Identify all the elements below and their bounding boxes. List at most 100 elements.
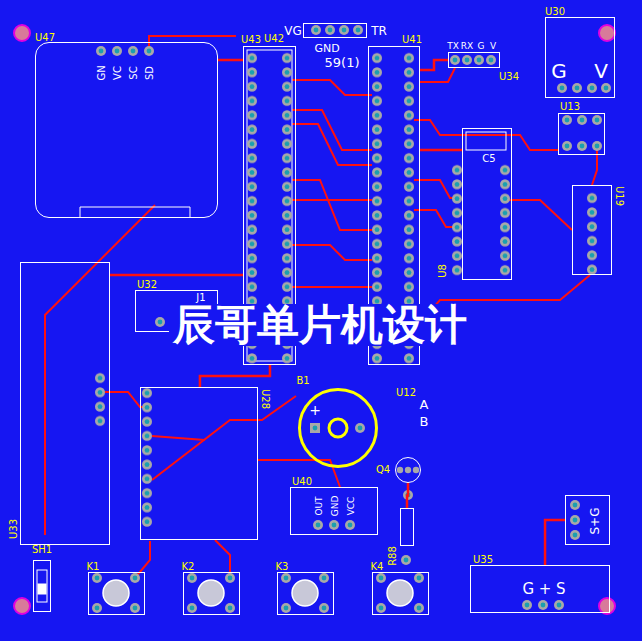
- component-outline: U33: [20, 262, 110, 545]
- pads: [554, 600, 564, 610]
- pin-label: TX: [447, 42, 459, 51]
- reference-designator: U33: [9, 519, 19, 539]
- pin-label: VCC: [347, 497, 356, 516]
- pads: [601, 83, 611, 93]
- pads: [562, 115, 572, 125]
- pads: [329, 520, 339, 530]
- pads: [325, 25, 335, 35]
- mounting-holes: [14, 25, 615, 614]
- pads: [522, 600, 532, 610]
- reference-designator: K3: [276, 562, 289, 572]
- copper-traces: [292, 180, 372, 230]
- copper-traces: [45, 36, 597, 578]
- mounting-holes: [599, 25, 615, 41]
- reference-designator: S+G: [589, 508, 601, 535]
- pads: [397, 467, 403, 473]
- pads: [313, 426, 318, 431]
- pads: [310, 423, 320, 433]
- copper-traces: [292, 245, 372, 260]
- component-outline: U19: [572, 185, 612, 275]
- pads: [401, 555, 411, 565]
- reference-designator: C5: [482, 154, 495, 164]
- copper-trace: [200, 365, 270, 387]
- reference-designator: U32: [137, 280, 157, 290]
- silkscreen: [37, 50, 506, 602]
- component-outline: R88: [400, 508, 414, 546]
- reference-designator: K4: [371, 562, 384, 572]
- pin-label: J1: [196, 293, 205, 303]
- reference-designator: U43: [241, 35, 261, 45]
- pads: [462, 55, 472, 65]
- pin-label: RX: [461, 42, 473, 51]
- pads: [587, 83, 597, 93]
- pin-label: VC: [113, 66, 123, 80]
- pads: [474, 55, 484, 65]
- pin-label: TR: [371, 25, 387, 37]
- silkscreen-label: 59(1): [325, 56, 360, 69]
- pads: [311, 25, 321, 35]
- outline-circle: [300, 390, 377, 467]
- pads: [144, 46, 154, 56]
- pads: [339, 25, 349, 35]
- pads: [155, 317, 165, 327]
- copper-traces: [292, 199, 372, 201]
- copper-traces: [292, 124, 372, 165]
- component-outline: K2: [183, 572, 240, 615]
- pads: [376, 573, 424, 613]
- header-pads: [141, 386, 153, 529]
- component-outline: K4: [372, 572, 429, 615]
- copper-trace: [110, 274, 243, 277]
- pin-label: G + S: [522, 582, 565, 597]
- outline-circle: [396, 458, 421, 483]
- component-outline: U47GNVCSCSD: [35, 42, 218, 218]
- copper-traces: [152, 396, 296, 480]
- silkscreen: [80, 207, 190, 218]
- reference-designator: VG: [284, 25, 302, 37]
- component-outline: U13: [558, 113, 605, 155]
- reference-designator: U28: [260, 389, 270, 409]
- component-outline: VGGNDTR: [303, 23, 367, 38]
- watermark: 辰哥单片机设计: [169, 304, 471, 346]
- header-pads: [586, 191, 598, 277]
- reference-designator: B1: [296, 376, 309, 386]
- mounting-holes: [14, 598, 30, 614]
- pin-label: V: [594, 61, 608, 81]
- reference-designator: R88: [388, 546, 398, 566]
- pads: [577, 141, 587, 151]
- reference-designator: K1: [87, 562, 100, 572]
- pads: [570, 515, 580, 525]
- header-pads: [141, 386, 153, 529]
- pin-label: V: [490, 42, 496, 51]
- pads: [128, 46, 138, 56]
- pads: [345, 520, 355, 530]
- pin-label: GND: [314, 43, 339, 54]
- pin-label: G: [478, 42, 485, 51]
- pads: [313, 520, 323, 530]
- silkscreen: [38, 584, 46, 594]
- copper-traces: [414, 120, 558, 150]
- pads: [562, 141, 572, 151]
- outline-shape: [395, 457, 421, 483]
- pin-label: GN: [97, 65, 107, 80]
- header-pads: [94, 51, 598, 529]
- copper-traces: [414, 210, 457, 227]
- header-pads: [94, 371, 106, 428]
- component-outline: B1+: [298, 388, 378, 468]
- reference-designator: K2: [182, 562, 195, 572]
- copper-trace: [420, 149, 462, 152]
- pads: [592, 141, 602, 151]
- reference-designator: U47: [35, 33, 55, 43]
- pads: [450, 55, 460, 65]
- component-outline: K3: [277, 572, 334, 615]
- header-pads: [586, 191, 598, 277]
- pin-label: U42: [264, 34, 284, 44]
- pin-label: SC: [129, 66, 139, 79]
- mounting-holes: [14, 25, 30, 41]
- reference-designator: U34: [499, 72, 519, 82]
- pads: [405, 467, 411, 473]
- silkscreen: [466, 132, 506, 150]
- component-outline: Q4: [395, 457, 421, 483]
- buzzer-center: [329, 419, 347, 437]
- pin-label: G: [551, 61, 567, 81]
- copper-traces: [505, 200, 572, 230]
